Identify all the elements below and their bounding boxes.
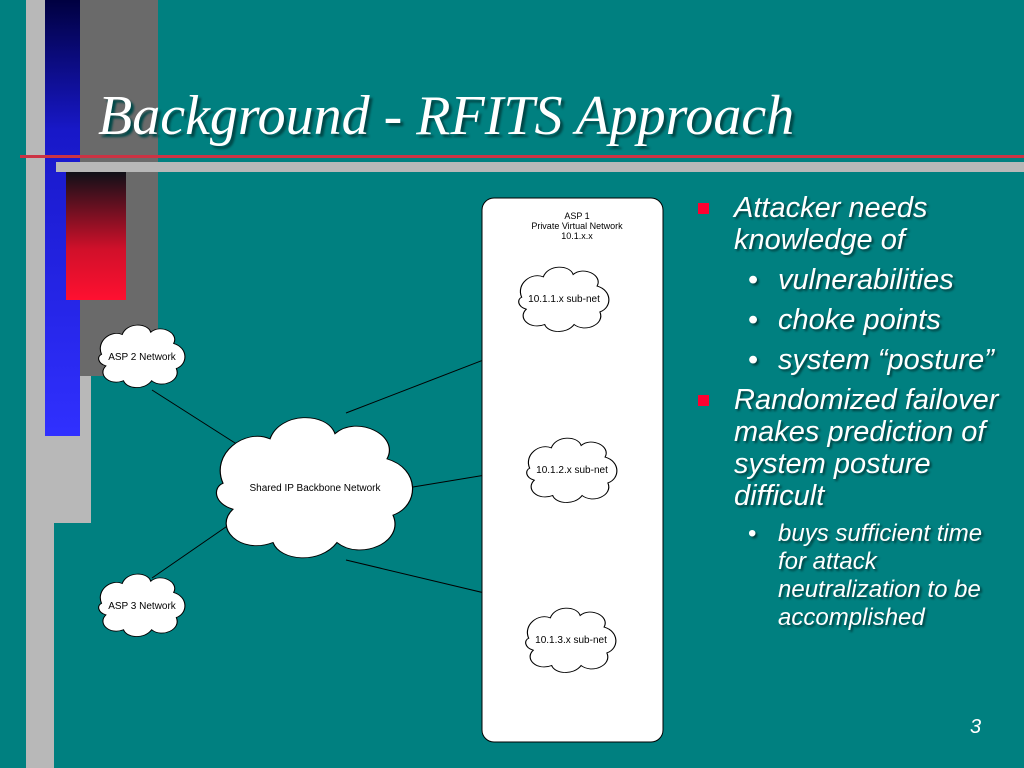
slide-title: Background - RFITS Approach (98, 85, 795, 147)
svg-text:Shared IP Backbone Network: Shared IP Backbone Network (249, 483, 381, 494)
title-rule-gray (56, 162, 1024, 172)
bullet-list: Attacker needs knowledge of •vulnerabili… (692, 192, 1012, 632)
backbone-cloud: Shared IP Backbone Network (216, 418, 412, 558)
subnet1-cloud: 10.1.1.x sub-net (519, 267, 609, 331)
svg-text:ASP 1: ASP 1 (564, 211, 589, 221)
asp2-cloud: ASP 2 Network (99, 325, 185, 387)
sub-bullet-choke-points: •choke points (748, 304, 941, 336)
asp3-cloud: ASP 3 Network (99, 574, 185, 636)
svg-text:10.1.2.x sub-net: 10.1.2.x sub-net (536, 465, 608, 476)
title-rule-red (20, 155, 1024, 158)
svg-text:10.1.x.x: 10.1.x.x (561, 231, 593, 241)
subnet2-cloud: 10.1.2.x sub-net (527, 438, 617, 502)
svg-text:Private Virtual Network: Private Virtual Network (531, 221, 623, 231)
decor-red-bar (66, 172, 126, 300)
bullet-randomized-failover: Randomized failover makes prediction of … (692, 384, 1012, 512)
svg-text:ASP 3 Network: ASP 3 Network (108, 601, 177, 612)
subnet3-cloud: 10.1.3.x sub-net (526, 608, 616, 672)
svg-text:ASP 2 Network: ASP 2 Network (108, 352, 177, 363)
page-number: 3 (970, 716, 982, 738)
svg-text:10.1.3.x sub-net: 10.1.3.x sub-net (535, 635, 607, 646)
asp1-header: ASP 1 Private Virtual Network 10.1.x.x (531, 211, 623, 241)
sub-bullet-vulnerabilities: •vulnerabilities (748, 264, 954, 296)
svg-text:10.1.1.x sub-net: 10.1.1.x sub-net (528, 294, 600, 305)
sub-bullet-system-posture: •system “posture” (748, 344, 994, 376)
bullet-marker (698, 203, 709, 214)
bullet-attacker: Attacker needs knowledge of (692, 192, 1012, 256)
bullet-marker (698, 395, 709, 406)
sub-bullet-buys-time: •buys sufficient time for attack neutral… (748, 520, 983, 631)
